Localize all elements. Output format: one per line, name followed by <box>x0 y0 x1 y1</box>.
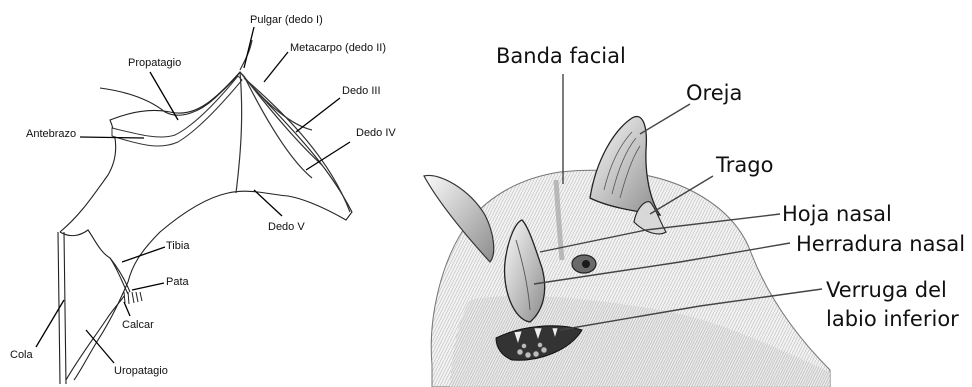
label-pata: Pata <box>166 276 190 288</box>
label-verruga-line2: labio inferior <box>826 307 959 331</box>
label-dedo-iv: Dedo IV <box>356 127 396 139</box>
body-outline <box>60 230 130 292</box>
forearm-bone <box>112 76 242 146</box>
label-antebrazo: Antebrazo <box>26 128 76 140</box>
label-propatagio: Propatagio <box>128 57 181 69</box>
leg-bone <box>110 258 128 294</box>
label-dedo-v: Dedo V <box>268 221 305 233</box>
wing-leader-lines <box>36 27 350 363</box>
label-pulgar: Pulgar (dedo I) <box>250 14 323 26</box>
label-oreja: Oreja <box>686 81 742 105</box>
label-metacarpo: Metacarpo (dedo II) <box>290 42 386 54</box>
head-diagram: Banda facial Oreja Trago Hoja nasal Herr… <box>424 44 965 387</box>
label-hoja-nasal: Hoja nasal <box>782 202 892 226</box>
label-uropatagio: Uropatagio <box>114 365 168 377</box>
label-calcar: Calcar <box>122 319 154 331</box>
right-ear <box>590 116 660 215</box>
propatagium-edge <box>100 72 240 115</box>
label-herradura-nasal: Herradura nasal <box>796 232 965 256</box>
label-cola: Cola <box>10 349 34 361</box>
finger-bones <box>236 40 350 212</box>
label-verruga-line1: Verruga del <box>826 278 947 302</box>
label-dedo-iii: Dedo III <box>342 85 381 97</box>
eye-pupil <box>582 260 590 268</box>
label-trago: Trago <box>715 153 773 177</box>
foot-claws <box>124 292 142 304</box>
label-banda-facial: Banda facial <box>496 44 626 68</box>
label-tibia: Tibia <box>166 240 190 252</box>
wing-diagram: Pulgar (dedo I) Metacarpo (dedo II) Prop… <box>10 14 396 384</box>
